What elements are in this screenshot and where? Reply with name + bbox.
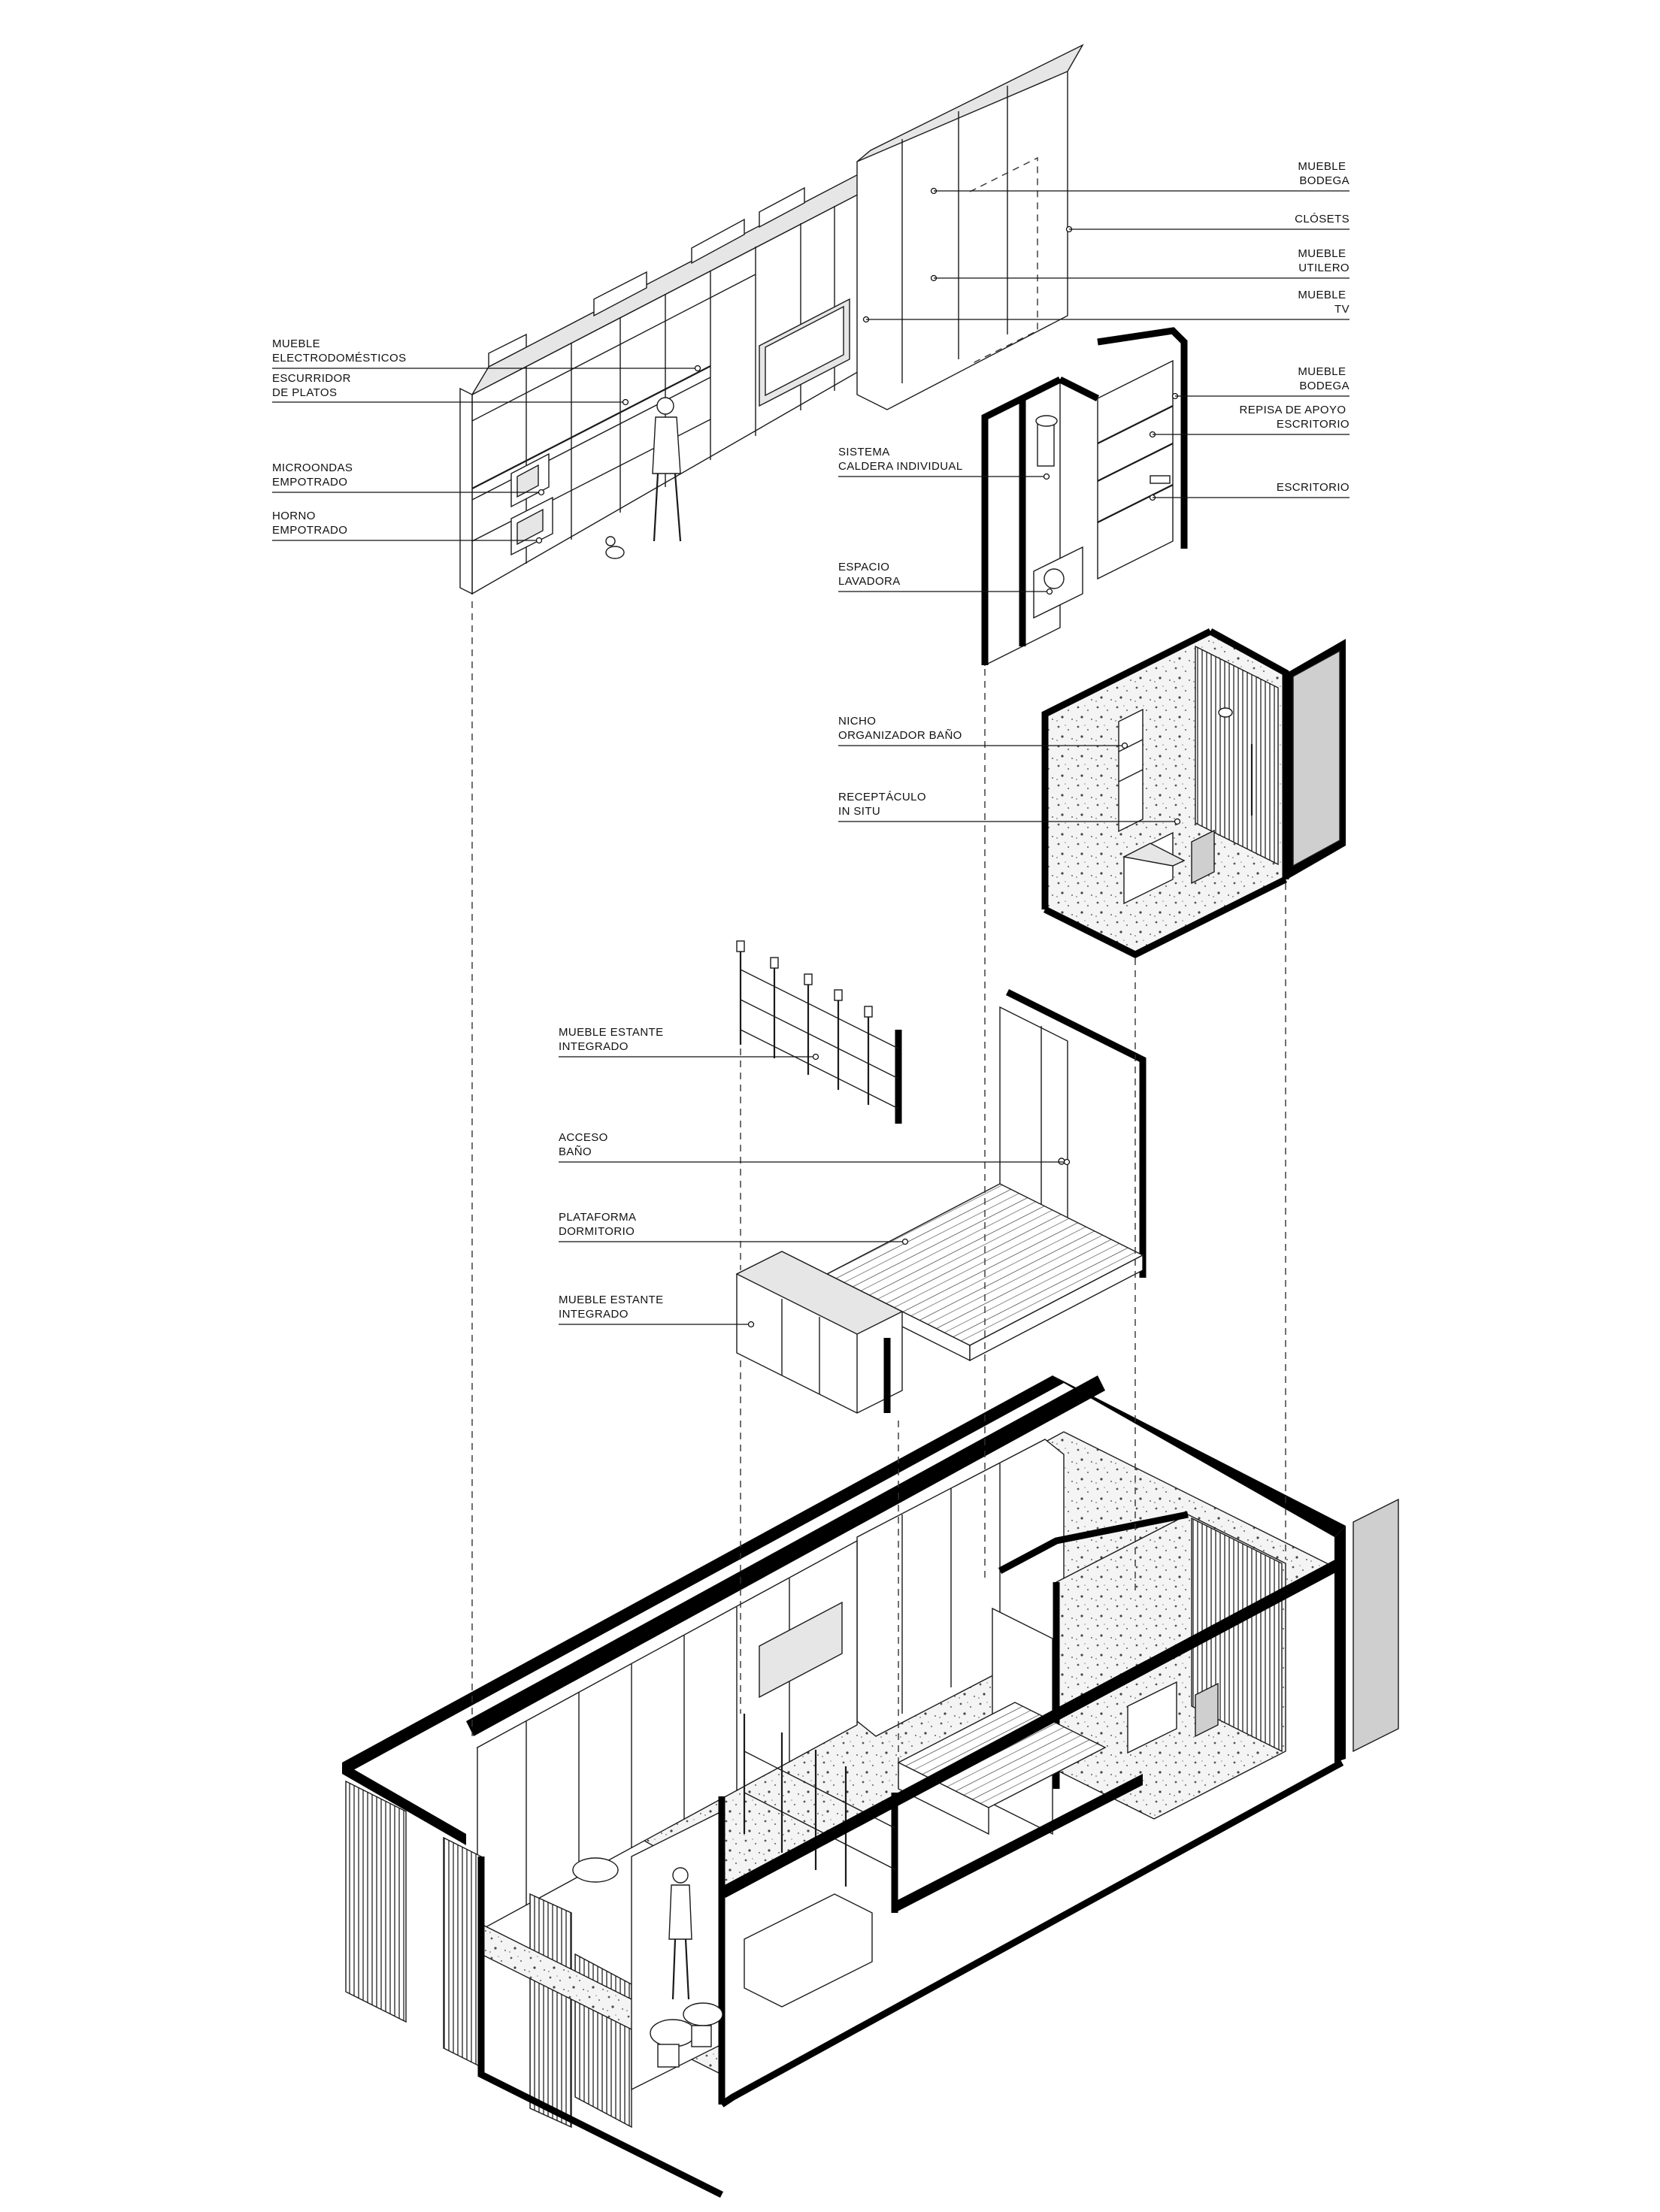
label-mueble-utilero: MUEBLE UTILERO bbox=[1298, 247, 1350, 274]
label-mueble-tv: MUEBLE TV bbox=[1298, 289, 1350, 316]
label-closets: CLÓSETS bbox=[1295, 213, 1350, 225]
leader-lines bbox=[272, 187, 1350, 1328]
label-escurridor-de-platos: ESCURRIDOR DE PLATOS bbox=[272, 372, 354, 399]
label-mueble-bodega-1: MUEBLE BODEGA bbox=[1298, 160, 1350, 187]
label-mueble-bodega-2: MUEBLE BODEGA bbox=[1298, 365, 1350, 392]
cat-figure bbox=[605, 536, 625, 559]
utility-desk-module bbox=[981, 327, 1188, 667]
projection-lines bbox=[471, 601, 1286, 1789]
label-sistema-caldera-individual: SISTEMA CALDERA INDIVIDUAL bbox=[838, 446, 963, 473]
label-espacio-lavadora: ESPACIO LAVADORA bbox=[838, 561, 901, 588]
label-horno-empotrado: HORNO EMPOTRADO bbox=[272, 510, 347, 537]
kitchen-storage-wall-module bbox=[459, 44, 1084, 595]
person-figure-kitchen bbox=[652, 397, 682, 542]
bed-platform-module bbox=[735, 988, 1147, 1414]
person-figure-balcony bbox=[668, 1867, 692, 2000]
label-mueble-estante-integrado-2: MUEBLE ESTANTE INTEGRADO bbox=[559, 1294, 667, 1321]
label-plataforma-dormitorio: PLATAFORMA DORMITORIO bbox=[559, 1211, 639, 1238]
labels-right: MUEBLE BODEGA CLÓSETS MUEBLE UTILERO MUE… bbox=[1240, 160, 1350, 494]
shelf-rack-module bbox=[736, 940, 902, 1124]
label-acceso-bano: ACCESO BAÑO bbox=[559, 1131, 611, 1158]
label-receptaculo-in-situ: RECEPTÁCULO IN SITU bbox=[838, 791, 930, 818]
labels-left: MUEBLE ELECTRODOMÉSTICOS ESCURRIDOR DE P… bbox=[272, 337, 963, 1321]
label-escritorio: ESCRITORIO bbox=[1277, 481, 1350, 494]
label-microondas-empotrado: MICROONDAS EMPOTRADO bbox=[272, 461, 356, 489]
label-mueble-electrodomesticos: MUEBLE ELECTRODOMÉSTICOS bbox=[272, 337, 407, 365]
label-repisa-de-apoyo-escritorio: REPISA DE APOYO ESCRITORIO bbox=[1240, 404, 1350, 431]
apartment-assembly bbox=[342, 1375, 1399, 2198]
bathroom-module bbox=[1041, 628, 1346, 959]
label-mueble-estante-integrado-1: MUEBLE ESTANTE INTEGRADO bbox=[559, 1026, 667, 1053]
label-nicho-organizador-bano: NICHO ORGANIZADOR BAÑO bbox=[838, 715, 962, 742]
plant-figure bbox=[650, 2002, 723, 2068]
